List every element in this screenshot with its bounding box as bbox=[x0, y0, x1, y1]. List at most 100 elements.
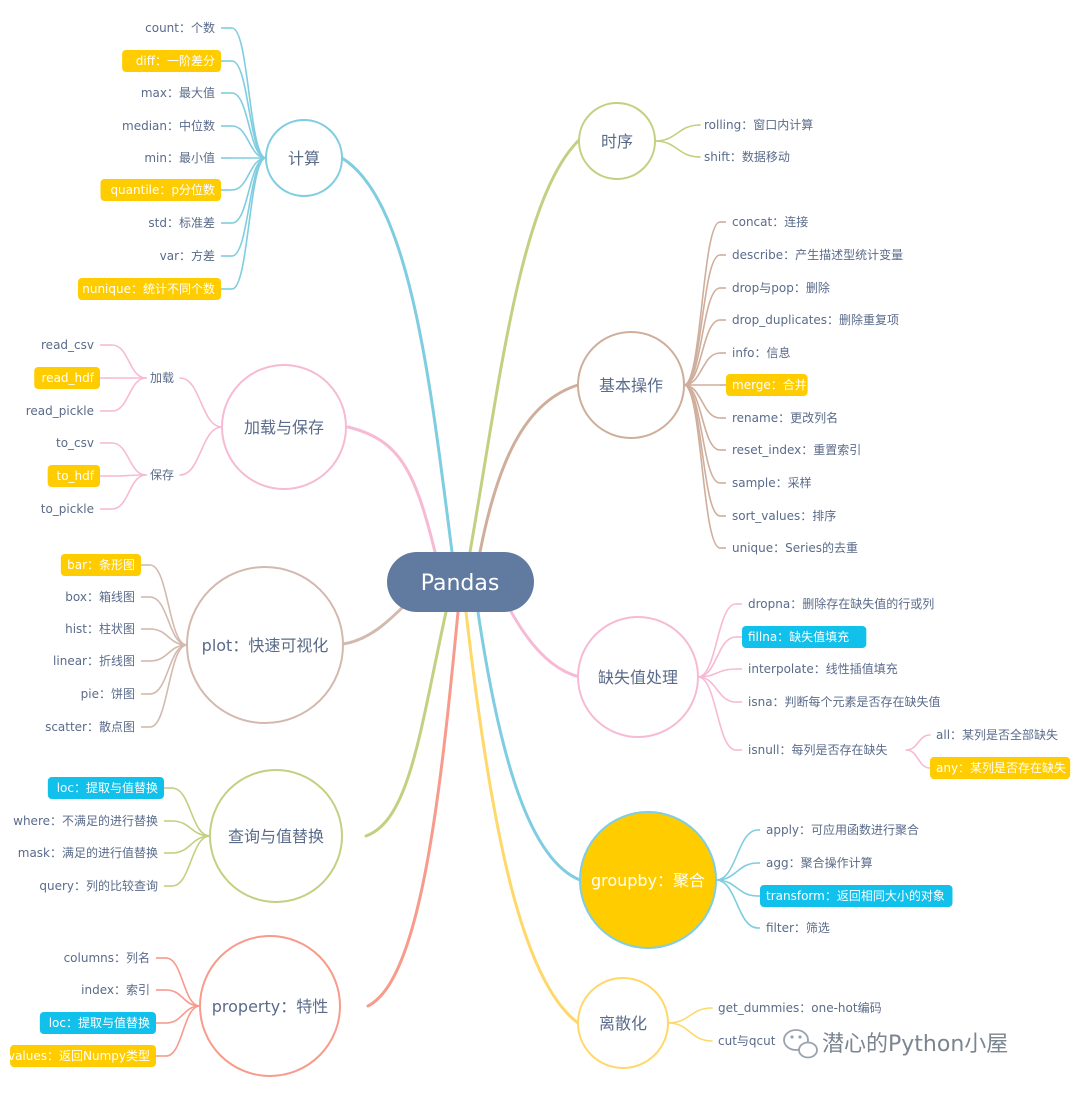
highlight-badge bbox=[39, 1012, 157, 1034]
query-node[interactable]: 查询与值替换 bbox=[209, 769, 343, 903]
basic-item-9[interactable]: sort_values：排序 bbox=[732, 508, 836, 523]
load-node[interactable]: 加载与保存 bbox=[221, 364, 347, 490]
groupby-node-label: groupby：聚合 bbox=[591, 871, 705, 890]
missing-item-0[interactable]: dropna：删除存在缺失值的行或列 bbox=[748, 596, 934, 611]
edge-plot-1 bbox=[149, 596, 188, 646]
groupby-item-2[interactable]: transform：返回相同大小的对象 bbox=[760, 885, 953, 907]
highlight-badge bbox=[760, 885, 953, 907]
root-node[interactable]: Pandas bbox=[387, 552, 534, 612]
missing-child-0[interactable]: all：某列是否全部缺失 bbox=[936, 727, 1058, 742]
query-item-2[interactable]: mask：满足的进行值替换 bbox=[18, 845, 158, 860]
trunk-prop bbox=[366, 610, 460, 1008]
basic-item-4[interactable]: info：信息 bbox=[732, 345, 791, 360]
load-1-item-0-label: to_csv bbox=[56, 436, 94, 450]
time-item-0[interactable]: rolling：窗口内计算 bbox=[704, 117, 813, 132]
discrete-node-label: 离散化 bbox=[599, 1014, 647, 1033]
calc-item-0[interactable]: count：个数 bbox=[145, 20, 215, 35]
query-item-3[interactable]: query：列的比较查询 bbox=[39, 878, 158, 893]
calc-item-6[interactable]: std：标准差 bbox=[148, 216, 215, 230]
load-group-0-label[interactable]: 加载 bbox=[150, 371, 174, 385]
prop-item-2[interactable]: loc：提取与值替换 bbox=[39, 1012, 157, 1034]
time-node[interactable]: 时序 bbox=[578, 102, 656, 180]
load-0-item-1[interactable]: read_hdf bbox=[34, 367, 100, 389]
missing-item-4[interactable]: isnull：每列是否存在缺失 bbox=[748, 742, 887, 757]
calc-item-5[interactable]: quantile：p分位数 bbox=[100, 179, 221, 201]
missing-child-1-label: any：某列是否存在缺失 bbox=[936, 760, 1066, 775]
plot-item-3[interactable]: linear：折线图 bbox=[53, 653, 135, 668]
load-1-item-0[interactable]: to_csv bbox=[56, 436, 94, 450]
plot-node[interactable]: plot：快速可视化 bbox=[186, 566, 344, 724]
calc-item-2-label: max：最大值 bbox=[141, 85, 215, 100]
highlight-badge bbox=[47, 465, 100, 487]
load-1-item-1[interactable]: to_hdf bbox=[47, 465, 100, 487]
basic-item-10-label: unique：Series的去重 bbox=[732, 540, 858, 555]
missing-child-1[interactable]: any：某列是否存在缺失 bbox=[930, 757, 1071, 779]
calc-item-3[interactable]: median：中位数 bbox=[122, 118, 215, 133]
calc-item-1[interactable]: diff：一阶差分 bbox=[122, 50, 221, 72]
query-item-1[interactable]: where：不满足的进行替换 bbox=[13, 813, 158, 828]
load-group-1-label[interactable]: 保存 bbox=[150, 468, 174, 482]
plot-item-1[interactable]: box：箱线图 bbox=[65, 589, 135, 604]
basic-item-6[interactable]: rename：更改列名 bbox=[732, 410, 838, 425]
plot-item-3-label: linear：折线图 bbox=[53, 653, 135, 668]
basic-item-3[interactable]: drop_duplicates：删除重复项 bbox=[732, 312, 899, 327]
groupby-item-0[interactable]: apply：可应用函数进行聚合 bbox=[766, 822, 919, 837]
groupby-item-3[interactable]: filter：筛选 bbox=[766, 920, 830, 935]
basic-item-1[interactable]: describe：产生描述型统计变量 bbox=[732, 247, 903, 262]
calc-node-label: 计算 bbox=[288, 149, 320, 168]
edge-basic-10 bbox=[683, 384, 721, 549]
basic-item-5[interactable]: merge：合并 bbox=[726, 374, 808, 396]
calc-item-8-label: nunique：统计不同个数 bbox=[82, 281, 215, 296]
calc-item-3-label: median：中位数 bbox=[122, 118, 215, 133]
edge-basic-0 bbox=[683, 221, 721, 386]
prop-node[interactable]: property：特性 bbox=[199, 935, 341, 1077]
query-item-0[interactable]: loc：提取与值替换 bbox=[47, 777, 165, 799]
discrete-item-0[interactable]: get_dummies：one-hot编码 bbox=[718, 1000, 882, 1015]
plot-item-5[interactable]: scatter：散点图 bbox=[45, 719, 135, 734]
trunk-groupby bbox=[476, 610, 582, 882]
plot-item-0[interactable]: bar：条形图 bbox=[60, 554, 142, 576]
wechat-icon bbox=[783, 1029, 818, 1059]
highlight-badge bbox=[122, 50, 221, 72]
discrete-node[interactable]: 离散化 bbox=[577, 977, 669, 1069]
time-item-0-label: rolling：窗口内计算 bbox=[704, 117, 813, 132]
prop-node-label: property：特性 bbox=[212, 997, 329, 1016]
basic-node[interactable]: 基本操作 bbox=[577, 331, 685, 439]
basic-item-2[interactable]: drop与pop：删除 bbox=[732, 280, 830, 295]
missing-item-3[interactable]: isna：判断每个元素是否存在缺失值 bbox=[748, 694, 941, 709]
plot-node-circle bbox=[186, 566, 344, 724]
calc-item-2[interactable]: max：最大值 bbox=[141, 85, 215, 100]
calc-item-8[interactable]: nunique：统计不同个数 bbox=[77, 278, 222, 300]
edge-basic-9 bbox=[683, 384, 721, 517]
time-item-1[interactable]: shift：数据移动 bbox=[704, 149, 790, 164]
calc-item-7[interactable]: var：方差 bbox=[160, 248, 215, 263]
load-1-item-2[interactable]: to_pickle bbox=[41, 502, 94, 516]
highlight-badge bbox=[47, 777, 165, 799]
basic-item-7[interactable]: reset_index：重置索引 bbox=[732, 443, 861, 457]
edge-calc-8 bbox=[231, 157, 267, 290]
missing-item-2[interactable]: interpolate：线性插值填充 bbox=[748, 661, 898, 676]
plot-item-4[interactable]: pie：饼图 bbox=[81, 687, 135, 701]
load-0-item-0[interactable]: read_csv bbox=[41, 338, 94, 352]
basic-item-10[interactable]: unique：Series的去重 bbox=[732, 540, 858, 555]
plot-item-2[interactable]: hist：柱状图 bbox=[65, 621, 135, 636]
load-node-circle bbox=[221, 364, 347, 490]
prop-item-3[interactable]: values：返回Numpy类型 bbox=[8, 1045, 156, 1067]
prop-node-circle bbox=[199, 935, 341, 1077]
prop-item-1[interactable]: index：索引 bbox=[81, 983, 150, 997]
calc-item-4[interactable]: min：最小值 bbox=[144, 150, 215, 165]
missing-node[interactable]: 缺失值处理 bbox=[577, 616, 699, 738]
basic-item-8[interactable]: sample：采样 bbox=[732, 475, 812, 490]
groupby-node[interactable]: groupby：聚合 bbox=[579, 811, 717, 949]
groupby-item-1[interactable]: agg：聚合操作计算 bbox=[766, 855, 873, 870]
edge-load-0-2 bbox=[111, 377, 147, 412]
missing-item-0-label: dropna：删除存在缺失值的行或列 bbox=[748, 596, 934, 611]
basic-item-1-label: describe：产生描述型统计变量 bbox=[732, 247, 903, 262]
load-0-item-2[interactable]: read_pickle bbox=[26, 404, 94, 418]
prop-item-0[interactable]: columns：列名 bbox=[64, 950, 150, 965]
discrete-item-1[interactable]: cut与qcut bbox=[718, 1034, 776, 1048]
edge-time-1 bbox=[654, 140, 701, 158]
basic-item-0[interactable]: concat：连接 bbox=[732, 214, 808, 229]
missing-item-1[interactable]: fillna：缺失值填充 bbox=[742, 626, 867, 648]
calc-node[interactable]: 计算 bbox=[265, 119, 343, 197]
